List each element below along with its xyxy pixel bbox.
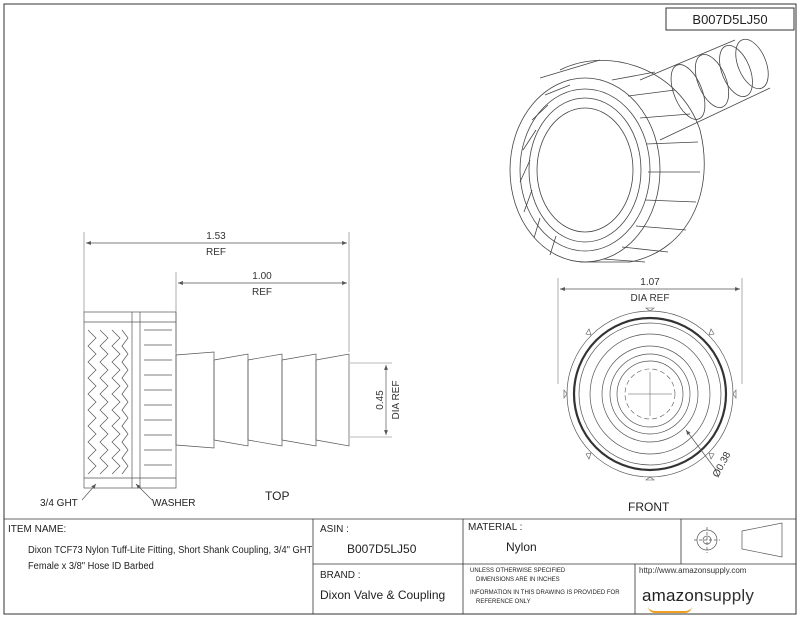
dim-barb-ref: DIA REF bbox=[391, 381, 402, 420]
item-name-line1: Dixon TCF73 Nylon Tuff-Lite Fitting, Sho… bbox=[28, 545, 313, 556]
dim-barb-value: 0.45 bbox=[375, 390, 386, 410]
part-number-box bbox=[665, 7, 795, 31]
material-value: Nylon bbox=[506, 540, 537, 554]
asin-label: ASIN : bbox=[320, 524, 349, 535]
website-url[interactable]: http://www.amazonsupply.com bbox=[639, 566, 747, 575]
thread-callout: 3/4 GHT bbox=[40, 498, 78, 509]
dim-diameter-ref: DIA REF bbox=[631, 293, 670, 304]
dim-diameter-value: 1.07 bbox=[640, 277, 660, 288]
washer-leader bbox=[135, 483, 153, 501]
front-view: 1.07 DIA REF Ø0.38 FRONT bbox=[557, 277, 743, 514]
top-view-label: TOP bbox=[265, 489, 289, 503]
bore-leader bbox=[685, 429, 717, 471]
asin-value: B007D5LJ50 bbox=[347, 542, 417, 556]
note-line4: REFERENCE ONLY bbox=[476, 599, 531, 605]
amazonsupply-logo: amazonsupply bbox=[642, 586, 754, 606]
note-line2: DIMENSIONS ARE IN INCHES bbox=[476, 577, 560, 583]
logo-amazon: amazon bbox=[642, 586, 704, 605]
sheet-border bbox=[3, 3, 797, 615]
logo-supply: supply bbox=[703, 586, 755, 605]
dim-shank-ref: REF bbox=[252, 287, 272, 298]
top-view-nut bbox=[83, 311, 177, 489]
front-view-label: FRONT bbox=[628, 500, 670, 514]
thread-leader bbox=[81, 483, 97, 501]
part-number: B007D5LJ50 bbox=[692, 12, 767, 27]
dim-overall-ref: REF bbox=[206, 247, 226, 258]
dim-shank-value: 1.00 bbox=[252, 271, 272, 282]
isometric-view bbox=[509, 38, 771, 263]
note-line1: UNLESS OTHERWISE SPECIFIED bbox=[470, 568, 566, 574]
projection-symbol bbox=[694, 522, 783, 558]
item-name-line2: Female x 3/8" Hose ID Barbed bbox=[28, 561, 154, 572]
dim-overall-value: 1.53 bbox=[206, 231, 226, 242]
material-label: MATERIAL : bbox=[468, 522, 523, 533]
top-view-shank bbox=[175, 351, 350, 449]
dim-bore-value: Ø0.38 bbox=[711, 450, 734, 480]
washer-callout: WASHER bbox=[152, 498, 196, 509]
brand-label: BRAND : bbox=[320, 570, 361, 581]
note-line3: INFORMATION IN THIS DRAWING IS PROVIDED … bbox=[470, 590, 620, 596]
title-block-frame bbox=[4, 518, 796, 614]
top-view: 1.53 REF 1.00 REF 0.45 DIA REF bbox=[40, 231, 402, 509]
brand-value: Dixon Valve & Coupling bbox=[320, 588, 446, 602]
item-name-label: ITEM NAME: bbox=[8, 524, 67, 535]
logo-smile-icon bbox=[648, 606, 692, 613]
front-view-nut bbox=[563, 307, 737, 481]
